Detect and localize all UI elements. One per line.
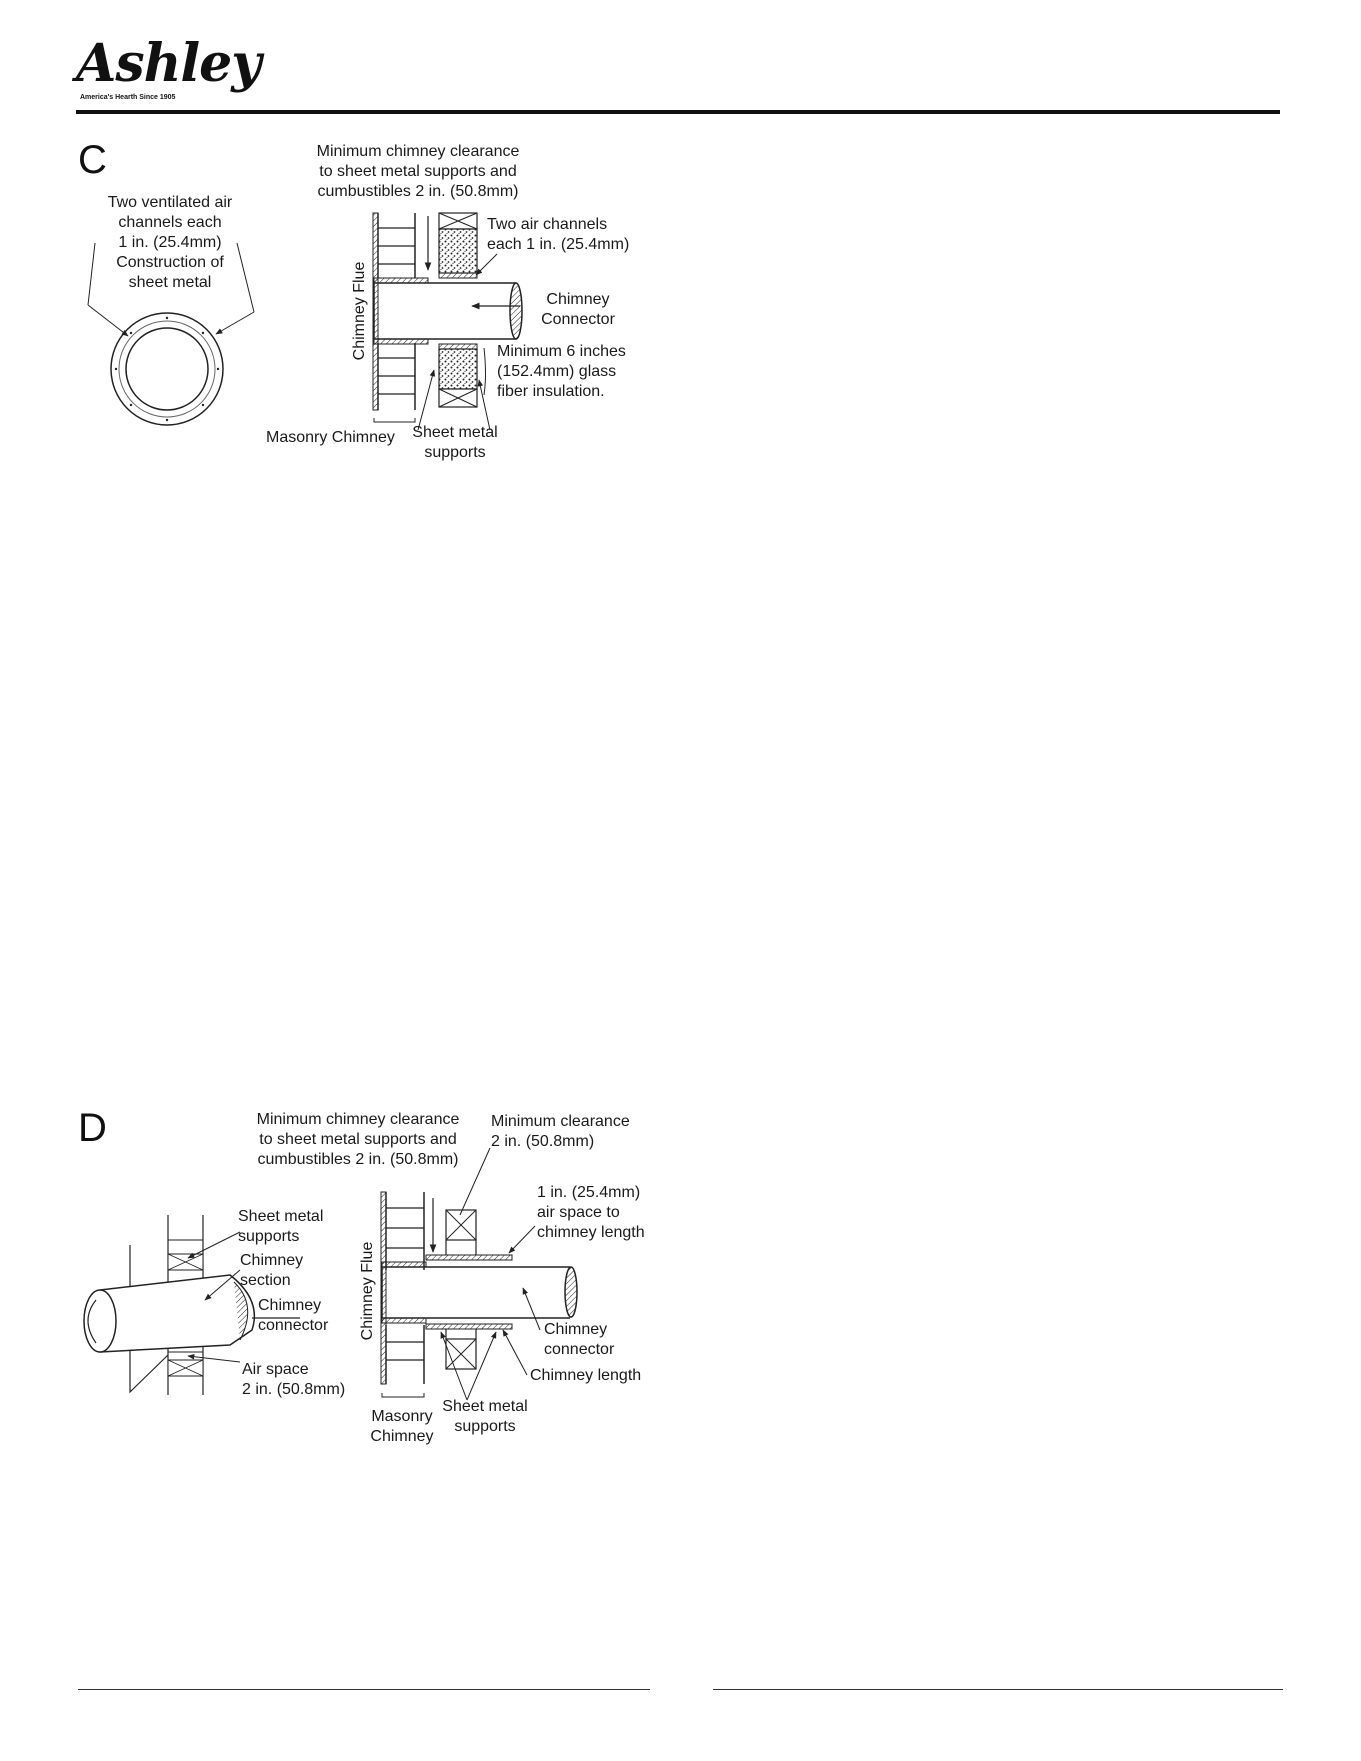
figure-d-masonry-label: Masonry Chimney xyxy=(370,1408,434,1445)
figure-c-supports-label: Sheet metal supports xyxy=(412,424,498,461)
figure-d-air-space-label: Air space 2 in. (50.8mm) xyxy=(242,1361,346,1398)
figure-c-masonry-label: Masonry Chimney xyxy=(266,429,395,446)
logo-wordmark: Ashley xyxy=(76,33,261,94)
figure-d-letter: D xyxy=(78,1106,107,1150)
footer-rule-left xyxy=(78,1689,650,1690)
figure-d-supports-label: Sheet metal supports xyxy=(442,1398,528,1435)
figure-c-connector-label: Chimney Connector xyxy=(541,291,615,328)
logo-tagline: America's Hearth Since 1905 xyxy=(80,94,176,101)
figure-d-clearance-label: Minimum chimney clearance to sheet metal… xyxy=(256,1111,460,1168)
chimney-perspective-section xyxy=(83,1215,300,1395)
figure-d-length-label: Chimney length xyxy=(530,1367,642,1384)
figure-c-ventilated-channels-label: Two ventilated air channels each 1 in. (… xyxy=(107,194,233,291)
figure-c-insulation-label: Minimum 6 inches (152.4mm) glass fiber i… xyxy=(497,343,626,400)
figure-d-min-clearance-label: Minimum clearance 2 in. (50.8mm) xyxy=(491,1113,630,1150)
figure-d-section-label: Chimney section xyxy=(240,1252,304,1289)
ashley-logo: Ashley America's Hearth Since 1905 xyxy=(76,34,261,104)
figure-d-flue-label: Chimney Flue xyxy=(359,1241,376,1341)
figure-c-flue-label: Chimney Flue xyxy=(351,261,368,361)
chimney-side-section xyxy=(372,212,523,411)
figure-d-right-connector-label: Chimney connector xyxy=(544,1321,615,1358)
figure-d-air-space-length-label: 1 in. (25.4mm) air space to chimney leng… xyxy=(537,1184,645,1241)
figure-c-clearance-label: Minimum chimney clearance to sheet metal… xyxy=(316,143,520,200)
chimney-side-section-d xyxy=(380,1191,578,1385)
figure-c-letter: C xyxy=(78,138,107,182)
header-rule xyxy=(76,110,1280,114)
figure-d-left-supports-label: Sheet metal supports xyxy=(238,1208,324,1245)
figure-c-air-channels-label: Two air channels each 1 in. (25.4mm) xyxy=(487,216,630,253)
chimney-ring-section xyxy=(110,312,224,426)
footer-rule-right xyxy=(713,1689,1283,1690)
figure-d-left-connector-label: Chimney connector xyxy=(258,1297,329,1334)
